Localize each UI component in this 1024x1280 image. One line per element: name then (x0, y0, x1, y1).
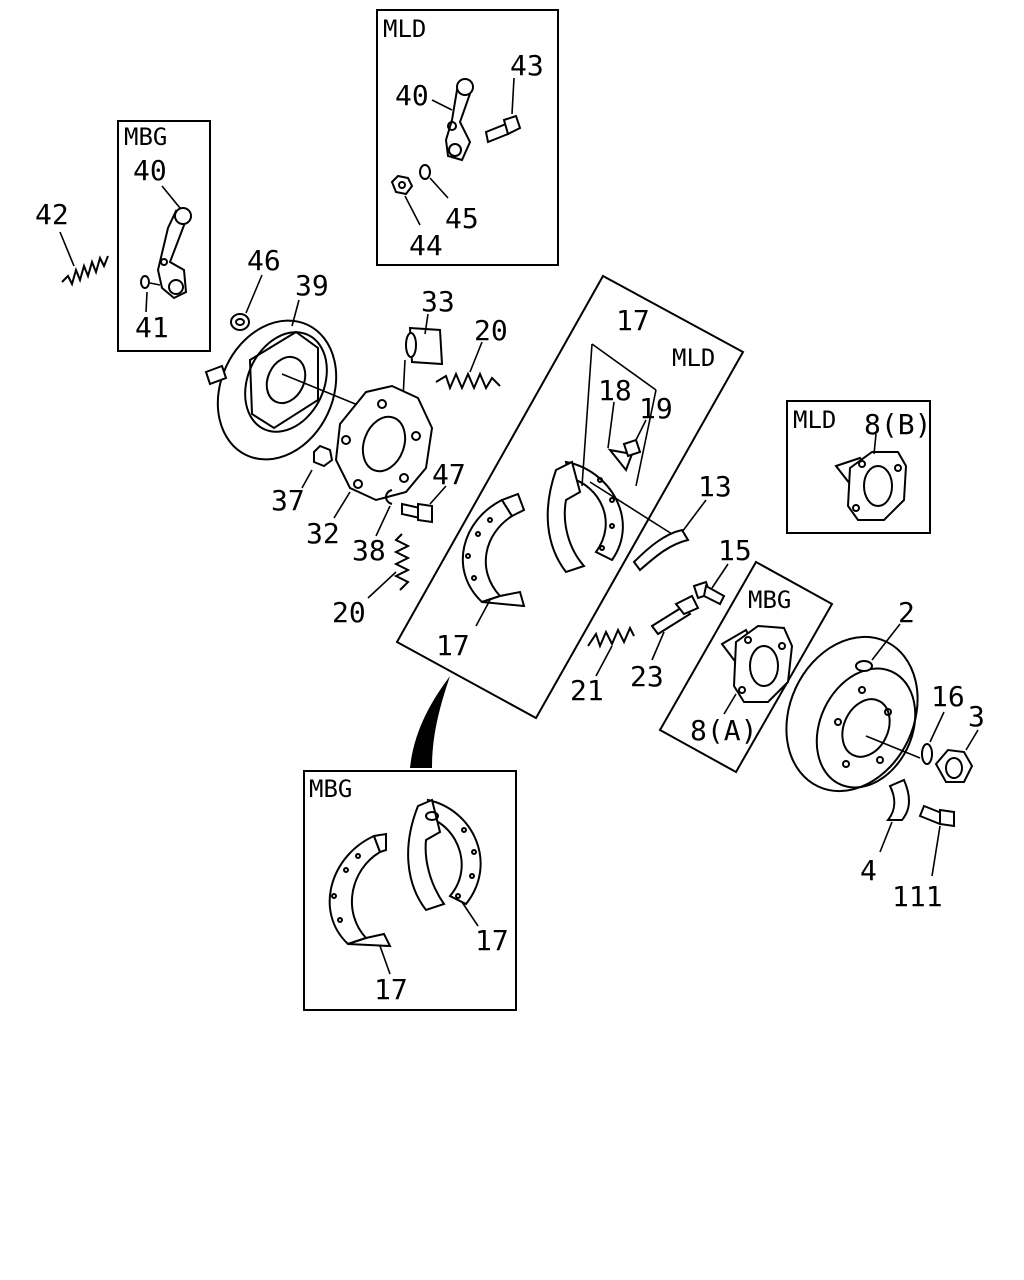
part-37-nut: 37 (271, 444, 334, 517)
label-33: 33 (421, 285, 455, 318)
part-17-shoe-mbg-right (407, 798, 482, 912)
part-20-spring-upper: 20 (435, 314, 508, 391)
mld-lever-variant-box: MLD 40 43 44 45 (376, 9, 559, 266)
label-40-mld: 40 (395, 79, 429, 112)
label-4: 4 (860, 854, 877, 887)
label-20-lower: 20 (332, 596, 366, 629)
label-16: 16 (931, 680, 965, 713)
mbg-hub-variant-box: MBG 8(A) (658, 560, 834, 774)
variant-tag-mld: MLD (383, 15, 426, 43)
variant-tag-mbg: MBG (124, 123, 167, 151)
part-40-lever (156, 207, 192, 300)
label-111: 111 (892, 880, 943, 913)
label-20-upper: 20 (474, 314, 508, 347)
part-33-pin: 33 (401, 285, 455, 419)
part-44-nut (390, 174, 414, 196)
part-8a-hub (720, 624, 794, 703)
label-42: 42 (35, 198, 69, 231)
part-45-washer (419, 164, 431, 180)
part-32-flange-plate: 32 (306, 384, 434, 550)
label-40: 40 (133, 154, 167, 187)
label-23: 23 (630, 660, 664, 693)
label-44: 44 (409, 229, 443, 262)
variant-tag-mld-shoe: MLD (672, 344, 715, 372)
label-17-mbg-right: 17 (475, 924, 509, 957)
label-19: 19 (639, 392, 673, 425)
part-40-lever-mld (444, 78, 474, 162)
label-2: 2 (898, 596, 915, 629)
label-13: 13 (698, 470, 732, 503)
mbg-lever-variant-box: MBG 40 41 (117, 120, 211, 352)
variant-tag-mbg-hub: MBG (748, 586, 791, 614)
part-42-spring: 42 (35, 198, 109, 287)
mld-hub-variant-box: MLD 8(B) (786, 400, 931, 534)
part-19-bolt (622, 438, 642, 458)
part-43-bolt (484, 114, 522, 144)
variant-tag-mld-hub: MLD (793, 406, 836, 434)
part-13-strut: 13 (632, 470, 732, 572)
label-17-top: 17 (616, 304, 650, 337)
part-8b-hub (834, 451, 908, 521)
label-45: 45 (445, 202, 479, 235)
part-46-washer: 46 (230, 244, 281, 331)
label-8b: 8(B) (864, 408, 931, 441)
part-23-adjuster: 23 (630, 594, 700, 693)
part-41-pin (140, 275, 161, 289)
variant-tag-mbg-shoe: MBG (309, 775, 352, 803)
part-18-shoe-right (546, 448, 634, 574)
label-21: 21 (570, 674, 604, 707)
label-8a: 8(A) (690, 714, 757, 747)
label-43: 43 (510, 49, 544, 82)
label-47: 47 (432, 458, 466, 491)
part-3-nut: 3 (934, 700, 985, 783)
mbg-shoe-variant-box: MBG 17 17 (303, 770, 517, 1011)
part-2-brake-drum: 2 (785, 596, 921, 793)
label-39: 39 (295, 269, 329, 302)
part-38-clip: 38 (352, 489, 393, 567)
part-17-shoe-mbg-left (328, 832, 392, 948)
label-37: 37 (271, 484, 305, 517)
part-47-bolt: 47 (401, 458, 466, 524)
label-32: 32 (306, 517, 340, 550)
part-17-shoe-left (461, 492, 526, 608)
part-111-bolt: 111 (892, 804, 955, 913)
part-21-spring: 21 (570, 625, 635, 707)
label-17-mbg-left: 17 (374, 973, 408, 1006)
label-38: 38 (352, 534, 386, 567)
part-20-spring-lower: 20 (332, 533, 411, 629)
part-16-ring: 16 (921, 680, 965, 765)
label-15: 15 (718, 534, 752, 567)
label-41: 41 (135, 311, 169, 344)
part-39-backing-plate: 39 (204, 269, 371, 461)
label-17-left: 17 (436, 629, 470, 662)
part-15-bolt: 15 (692, 534, 752, 606)
part-4-clip: 4 (860, 778, 910, 887)
label-46: 46 (247, 244, 281, 277)
callout-arrow (410, 676, 450, 768)
label-18: 18 (598, 374, 632, 407)
mld-shoe-variant-box: MLD 17 (395, 274, 745, 720)
label-3: 3 (968, 700, 985, 733)
